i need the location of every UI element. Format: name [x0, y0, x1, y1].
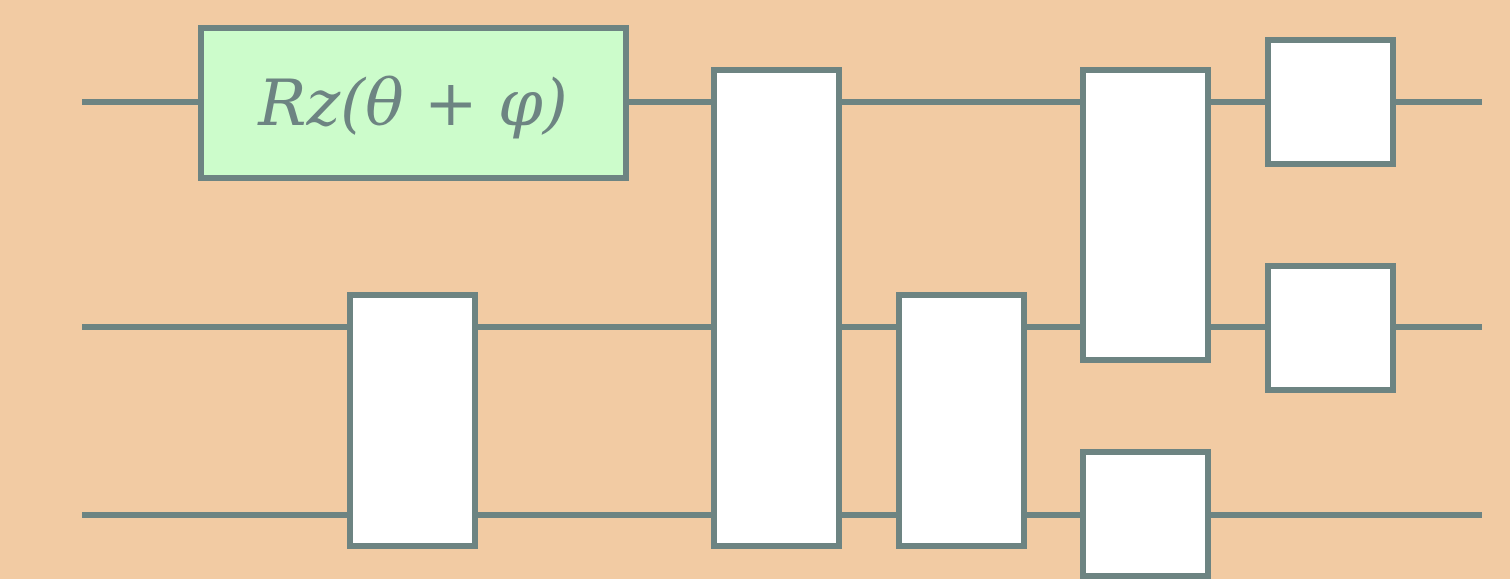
gate-b	[347, 292, 478, 549]
gate-c	[711, 67, 842, 549]
rz-gate-box	[198, 25, 629, 181]
gate-g	[1265, 37, 1396, 167]
gate-d	[896, 292, 1027, 549]
gate-f	[1080, 449, 1211, 579]
gate-h	[1265, 263, 1396, 393]
rz-gate: Rz(θ + φ)	[198, 25, 629, 181]
rz-gate-label: Rz(θ + φ)	[257, 67, 568, 141]
gate-e	[1080, 67, 1211, 363]
